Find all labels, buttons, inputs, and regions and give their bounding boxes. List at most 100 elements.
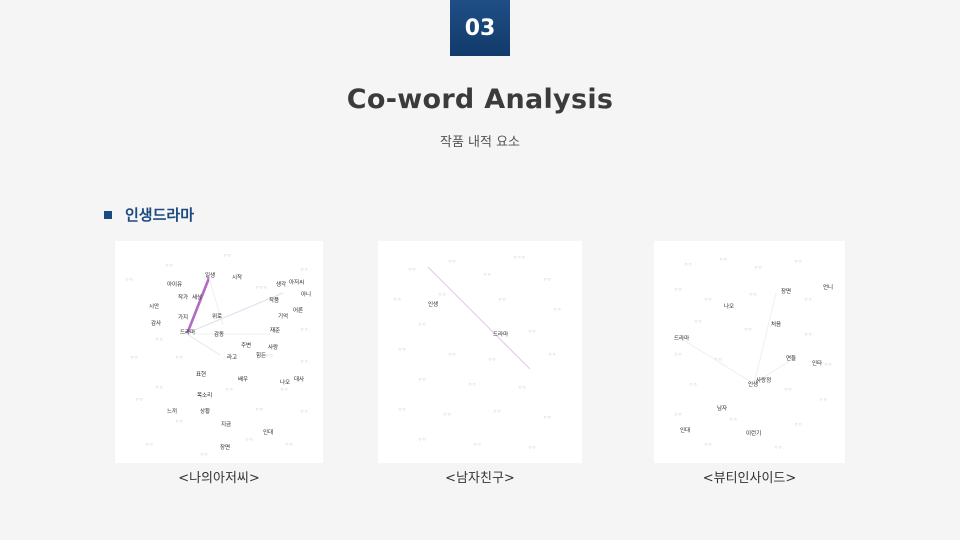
faint-node: ㅇㅇ xyxy=(784,388,792,393)
network-node-label: 어른 xyxy=(293,306,303,314)
page-title: Co-word Analysis xyxy=(346,84,614,115)
network-node-label: 라고 xyxy=(227,353,237,361)
network-node-label: 처음 xyxy=(771,320,781,328)
faint-node: ㅇㅇ xyxy=(543,278,551,283)
network-edge xyxy=(208,277,224,326)
faint-node: ㅇㅇ xyxy=(518,386,526,391)
faint-node: ㅇㅇ xyxy=(175,420,183,425)
network-node-label: 드라마 xyxy=(493,330,508,338)
faint-node: ㅇㅇ xyxy=(125,278,133,283)
faint-node: ㅇㅇ xyxy=(719,258,727,263)
faint-node: ㅇㅇ xyxy=(265,354,273,359)
network-node-label: 아저씨 xyxy=(289,278,304,286)
faint-node: ㅇㅇ xyxy=(130,356,138,361)
faint-node: ㅇㅇ xyxy=(155,338,163,343)
faint-node: ㅇㅇ xyxy=(543,416,551,421)
faint-node: ㅇㅇ xyxy=(488,358,496,363)
network-node-label: 상황 xyxy=(200,407,210,415)
network-node-label: 표현 xyxy=(196,370,206,378)
faint-node: ㅇㅇ xyxy=(300,410,308,415)
network-node-label: 작가 xyxy=(178,293,188,301)
network-node-label: 세상 xyxy=(192,293,202,301)
network-caption-1: <나의아저씨> xyxy=(178,471,260,486)
category-label: 인생드라마 xyxy=(125,206,195,224)
faint-node: ㅇㅇ xyxy=(285,443,293,448)
faint-node: ㅇㅇ xyxy=(300,268,308,273)
network-node-label: 장면 xyxy=(781,287,791,295)
faint-node: ㅇㅇ xyxy=(225,388,233,393)
network-node-label: 위로 xyxy=(212,312,222,320)
network-edge-strong xyxy=(185,277,211,335)
network-node-label: 남자 xyxy=(717,404,727,412)
network-panel-3: ㅇㅇ ㅇㅇ ㅇㅇ ㅇㅇ ㅇㅇ ㅇㅇ ㅇㅇ ㅇㅇ ㅇㅇ ㅇㅇ ㅇㅇ ㅇㅇ ㅇㅇ ㅇ… xyxy=(654,241,845,463)
network-node-label: 시안 xyxy=(149,303,159,310)
network-node-label: 나오 xyxy=(280,378,290,386)
network-edge xyxy=(753,292,777,385)
network-node-label: 배우 xyxy=(238,375,248,383)
network-edge xyxy=(427,266,531,370)
faint-node: ㅇㅇㅇ xyxy=(513,256,525,261)
faint-node: ㅇㅇ xyxy=(729,418,737,423)
faint-node: ㅇㅇ xyxy=(528,446,536,451)
faint-node: ㅇㅇ xyxy=(704,443,712,448)
faint-node: ㅇㅇ xyxy=(393,298,401,303)
faint-node: ㅇㅇ xyxy=(553,308,561,313)
faint-node: ㅇㅇ xyxy=(694,320,702,325)
faint-node: ㅇㅇ xyxy=(754,266,762,271)
faint-node: ㅇㅇ xyxy=(300,328,308,333)
network-node-label: 이런기 xyxy=(746,429,761,437)
faint-node: ㅇㅇ xyxy=(744,328,752,333)
faint-node: ㅇㅇ xyxy=(689,383,697,388)
network-node-label: 목소리 xyxy=(197,391,212,399)
network-node-label: 드라마 xyxy=(674,334,689,342)
faint-node: ㅇㅇ xyxy=(548,353,556,358)
faint-node: ㅇㅇ xyxy=(443,413,451,418)
network-node-label: 재준 xyxy=(270,326,280,334)
faint-node: ㅇㅇ xyxy=(714,358,722,363)
faint-node: ㅇㅇ xyxy=(794,260,802,265)
category-heading: 인생드라마 xyxy=(104,204,194,225)
faint-node: ㅇㅇ xyxy=(473,443,481,448)
faint-node: ㅇㅇ xyxy=(483,273,491,278)
faint-node: ㅇㅇ xyxy=(528,330,536,335)
faint-node: ㅇㅇ xyxy=(135,398,143,403)
network-node-label: 느끼 xyxy=(167,407,177,415)
section-number-badge: 03 xyxy=(450,0,510,56)
network-edge xyxy=(681,338,755,385)
network-node-label: 주변 xyxy=(241,341,251,349)
faint-node-cluster: ㅇㅇ ㅇㅇ ㅇㅇㅇ ㅇㅇ ㅇㅇ ㅇㅇ ㅇㅇ ㅇㅇ ㅇㅇ ㅇㅇ ㅇㅇ ㅇㅇ ㅇㅇ … xyxy=(125,254,308,458)
network-caption-3: <뷰티인사이드> xyxy=(702,471,797,486)
faint-node: ㅇㅇ xyxy=(200,453,208,458)
faint-node: ㅇㅇ xyxy=(684,263,692,268)
faint-node: ㅇㅇ xyxy=(794,423,802,428)
network-node-label: 시작 xyxy=(232,274,242,281)
faint-node: ㅇㅇ xyxy=(448,260,456,265)
network-caption-2: <남자친구> xyxy=(445,471,515,486)
faint-node: ㅇㅇ xyxy=(245,438,253,443)
faint-node: ㅇㅇ xyxy=(418,323,426,328)
network-graph-1: ㅇㅇ ㅇㅇ ㅇㅇㅇ ㅇㅇ ㅇㅇ ㅇㅇ ㅇㅇ ㅇㅇ ㅇㅇ ㅇㅇ ㅇㅇ ㅇㅇ ㅇㅇ … xyxy=(125,254,311,458)
network-node-label: 힘든 xyxy=(256,351,266,359)
network-node-label: 인타 xyxy=(812,359,822,367)
faint-node: ㅇㅇ xyxy=(145,443,153,448)
network-edge xyxy=(753,360,790,385)
faint-node: ㅇㅇ xyxy=(448,353,456,358)
faint-node: ㅇㅇ xyxy=(674,353,682,358)
network-node-label: 감사 xyxy=(151,319,161,327)
network-node-label: 아니 xyxy=(301,290,311,298)
network-graph-3: ㅇㅇ ㅇㅇ ㅇㅇ ㅇㅇ ㅇㅇ ㅇㅇ ㅇㅇ ㅇㅇ ㅇㅇ ㅇㅇ ㅇㅇ ㅇㅇ ㅇㅇ ㅇ… xyxy=(674,258,833,451)
faint-node: ㅇㅇ xyxy=(255,408,263,413)
network-node-label: 언니 xyxy=(823,283,833,291)
network-node-label: 사랑 xyxy=(268,343,278,351)
network-node-label: 나오 xyxy=(724,302,734,310)
faint-node: ㅇㅇ xyxy=(824,363,832,368)
faint-node: ㅇㅇ xyxy=(819,398,827,403)
page-subtitle: 작품 내적 요소 xyxy=(439,135,521,150)
network-edge xyxy=(186,333,221,356)
faint-node: ㅇㅇ xyxy=(300,360,308,365)
faint-node: ㅇㅇ xyxy=(280,388,288,393)
faint-node: ㅇㅇ xyxy=(674,413,682,418)
network-node-label: 인생 xyxy=(748,380,758,388)
faint-node: ㅇㅇ xyxy=(223,254,231,259)
faint-node: ㅇㅇ xyxy=(498,298,506,303)
